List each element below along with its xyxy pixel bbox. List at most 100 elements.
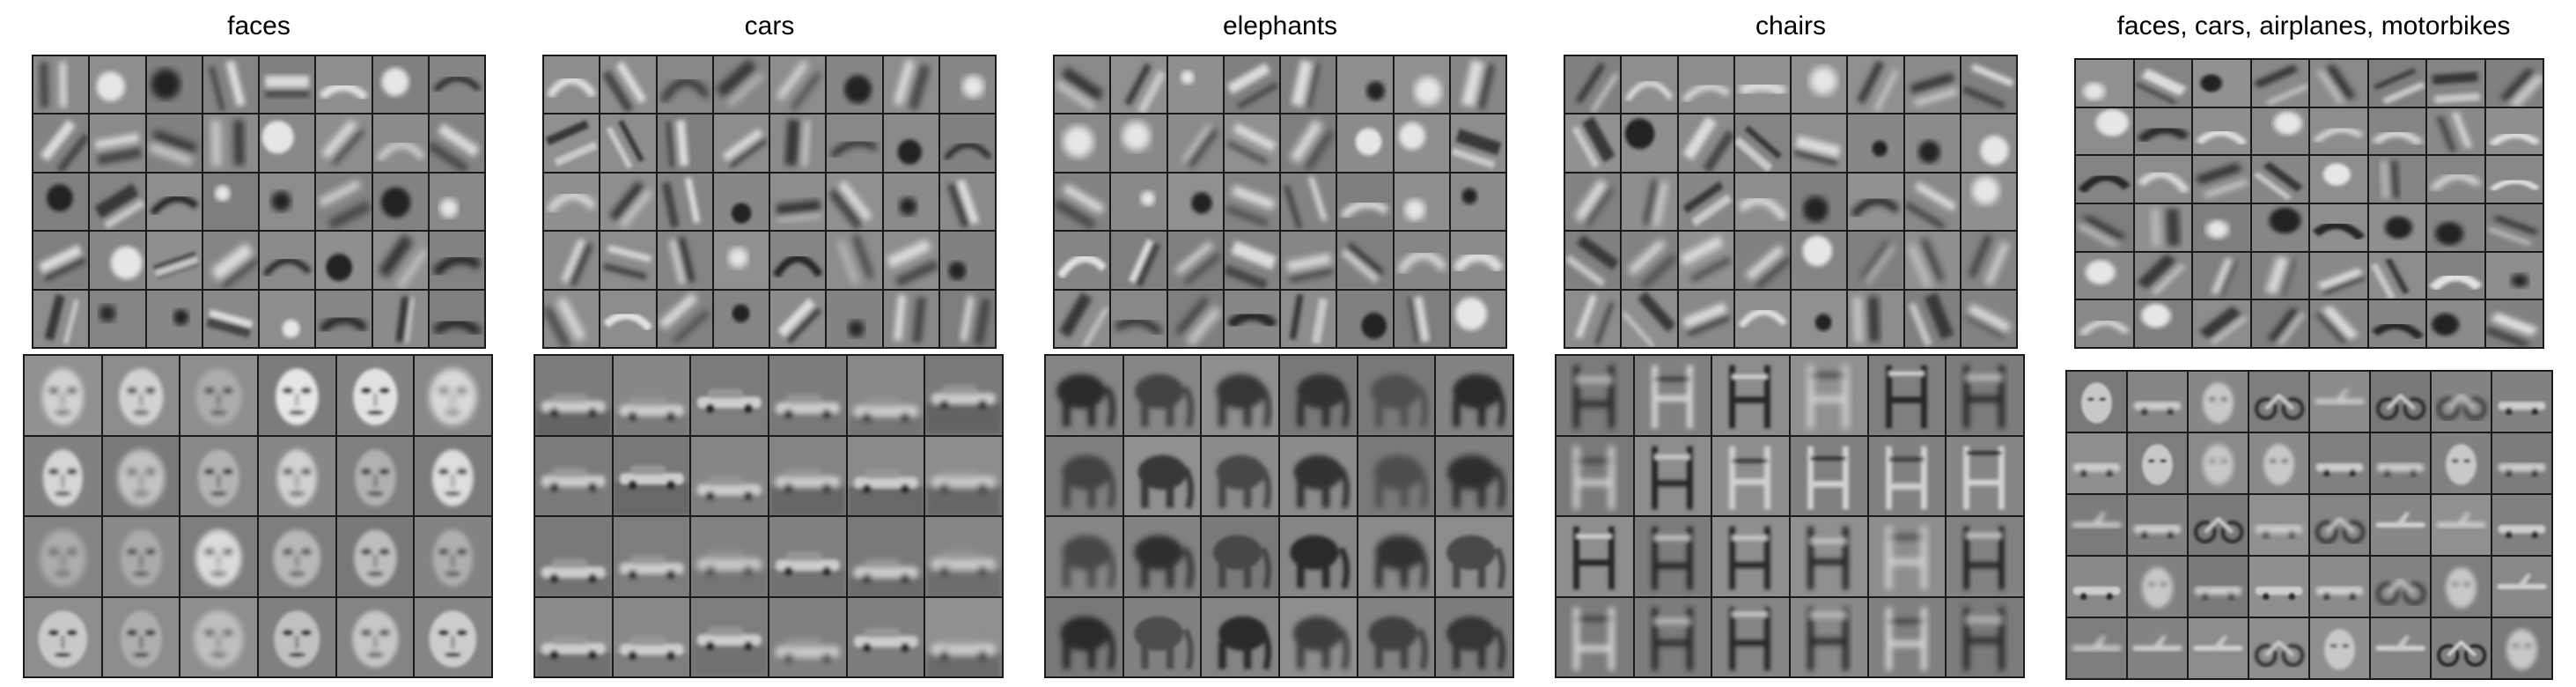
layer1-filter-tile bbox=[146, 56, 202, 114]
layer1-filter-tile bbox=[883, 56, 938, 114]
layer2-filter-tile bbox=[1123, 597, 1201, 676]
layer2-filter-tile bbox=[1358, 356, 1435, 435]
layer2-filter-tile bbox=[180, 436, 257, 515]
layer2-filter-tile bbox=[2249, 433, 2308, 493]
layer2-filter-tile bbox=[2310, 372, 2369, 432]
layer2-filter-tile bbox=[2310, 557, 2369, 617]
layer2-filter-tile bbox=[2249, 557, 2308, 617]
layer1-filter-tile bbox=[1337, 290, 1393, 347]
layer1-filter-tile bbox=[2134, 156, 2191, 203]
layer2-filter-tile bbox=[613, 356, 690, 435]
layer1-filter-tile bbox=[260, 173, 315, 231]
layer1-filter-tile bbox=[1281, 114, 1336, 172]
layer2-filter-tile bbox=[2067, 495, 2126, 555]
layer1-filter-tile bbox=[33, 173, 89, 231]
panel-elephants: elephants bbox=[1037, 0, 1523, 687]
layer1-filter-tile bbox=[1224, 290, 1279, 347]
layer1-filter-tile bbox=[939, 232, 995, 289]
layer2-filter-tile bbox=[336, 597, 414, 676]
layer1-filter-tile bbox=[939, 114, 995, 172]
layer1-filter-tile bbox=[1734, 232, 1790, 289]
layer2-filter-tile bbox=[535, 436, 612, 515]
layer1-filter-tile bbox=[1450, 290, 1505, 347]
layer1-filter-tile bbox=[1167, 290, 1223, 347]
layer1-filter-tile bbox=[316, 56, 372, 114]
layer2-filter-tile bbox=[613, 597, 690, 676]
layer2-filter-tile bbox=[1868, 356, 1946, 435]
layer1-filter-tile bbox=[1224, 114, 1279, 172]
layer1-filter-tile bbox=[202, 114, 258, 172]
layer1-filter-tile bbox=[827, 173, 882, 231]
layer1-filter-tile bbox=[1337, 232, 1393, 289]
layer1-filter-tile bbox=[33, 114, 89, 172]
layer1-filter-tile bbox=[827, 232, 882, 289]
layer1-filter-tile bbox=[1961, 173, 2016, 231]
layer1-filter-tile bbox=[770, 173, 826, 231]
layer1-filter-tile bbox=[1792, 232, 1847, 289]
layer2-filter-tile bbox=[769, 597, 846, 676]
layer1-filter-tile bbox=[657, 56, 712, 114]
layer1-filter-tile bbox=[2134, 204, 2191, 251]
layer1-filter-tile bbox=[657, 114, 712, 172]
layer1-filter-tile bbox=[2368, 300, 2425, 347]
layer1-filter-tile bbox=[90, 232, 145, 289]
layer1-filter-tile bbox=[1111, 114, 1167, 172]
layer1-filter-tile bbox=[657, 232, 712, 289]
layer1-filter-tile bbox=[2076, 156, 2133, 203]
layer1-filter-tile bbox=[1734, 173, 1790, 231]
layer1-filter-tile bbox=[2076, 252, 2133, 299]
panel-mixed-categories: faces, cars, airplanes, motorbikes bbox=[2058, 0, 2569, 687]
layer1-filter-tile bbox=[544, 173, 600, 231]
layer2-filter-tile bbox=[102, 356, 180, 435]
layer2-filter-tile bbox=[1436, 436, 1512, 515]
layer1-filter-tile bbox=[2134, 300, 2191, 347]
layer2-filter-tile bbox=[1358, 436, 1435, 515]
layer2-filter-tile bbox=[2067, 557, 2126, 617]
layer2-filter-tile bbox=[1202, 517, 1278, 596]
layer2-filter-tile bbox=[1436, 517, 1512, 596]
layer1-filter-tile bbox=[1055, 114, 1110, 172]
layer1-filter-tile bbox=[939, 173, 995, 231]
layer1-filter-tile bbox=[2193, 204, 2250, 251]
layer1-filter-tile bbox=[1848, 232, 1903, 289]
layer2-filter-tile bbox=[1279, 517, 1357, 596]
layer2-filter-tile bbox=[1279, 436, 1357, 515]
layer1-filter-tile bbox=[146, 173, 202, 231]
layer1-filter-tile bbox=[1394, 56, 1449, 114]
layer1-filter-tile bbox=[1055, 173, 1110, 231]
layer1-filter-tile bbox=[2251, 204, 2308, 251]
layer2-filter-tile bbox=[180, 517, 257, 596]
layer1-filter-tile bbox=[2134, 107, 2191, 155]
layer2-filter-tile bbox=[613, 517, 690, 596]
layer1-filter-tile bbox=[1167, 173, 1223, 231]
layer1-filter-tile bbox=[316, 114, 372, 172]
layer2-filter-tile bbox=[847, 597, 924, 676]
layer1-filter-tile bbox=[2427, 252, 2484, 299]
layer2-filter-tile bbox=[1202, 597, 1278, 676]
layer2-filter-tile bbox=[2371, 372, 2430, 432]
layer1-filter-tile bbox=[1394, 114, 1449, 172]
layer1-filter-tile bbox=[2310, 204, 2367, 251]
layer2-filter-grid bbox=[2065, 370, 2553, 680]
layer2-filter-tile bbox=[415, 597, 491, 676]
layer1-filter-tile bbox=[713, 290, 769, 347]
layer2-filter-tile bbox=[1436, 356, 1512, 435]
layer1-filter-tile bbox=[2251, 156, 2308, 203]
layer2-filter-tile bbox=[1123, 436, 1201, 515]
layer1-filter-tile bbox=[600, 290, 656, 347]
layer1-filter-tile bbox=[2368, 204, 2425, 251]
layer2-filter-tile bbox=[1123, 356, 1201, 435]
layer1-filter-tile bbox=[146, 232, 202, 289]
layer2-filter-tile bbox=[1557, 436, 1633, 515]
layer2-filter-tile bbox=[258, 597, 335, 676]
layer1-filter-tile bbox=[544, 232, 600, 289]
layer2-filter-tile bbox=[769, 356, 846, 435]
layer2-filter-tile bbox=[2067, 372, 2126, 432]
layer2-filter-tile bbox=[1634, 356, 1711, 435]
layer2-filter-tile bbox=[1279, 356, 1357, 435]
layer2-filter-tile bbox=[2189, 618, 2248, 678]
layer2-filter-tile bbox=[25, 356, 101, 435]
layer1-filter-tile bbox=[1678, 290, 1733, 347]
panel-title: faces, cars, airplanes, motorbikes bbox=[2116, 11, 2511, 41]
layer1-filter-tile bbox=[2310, 300, 2367, 347]
